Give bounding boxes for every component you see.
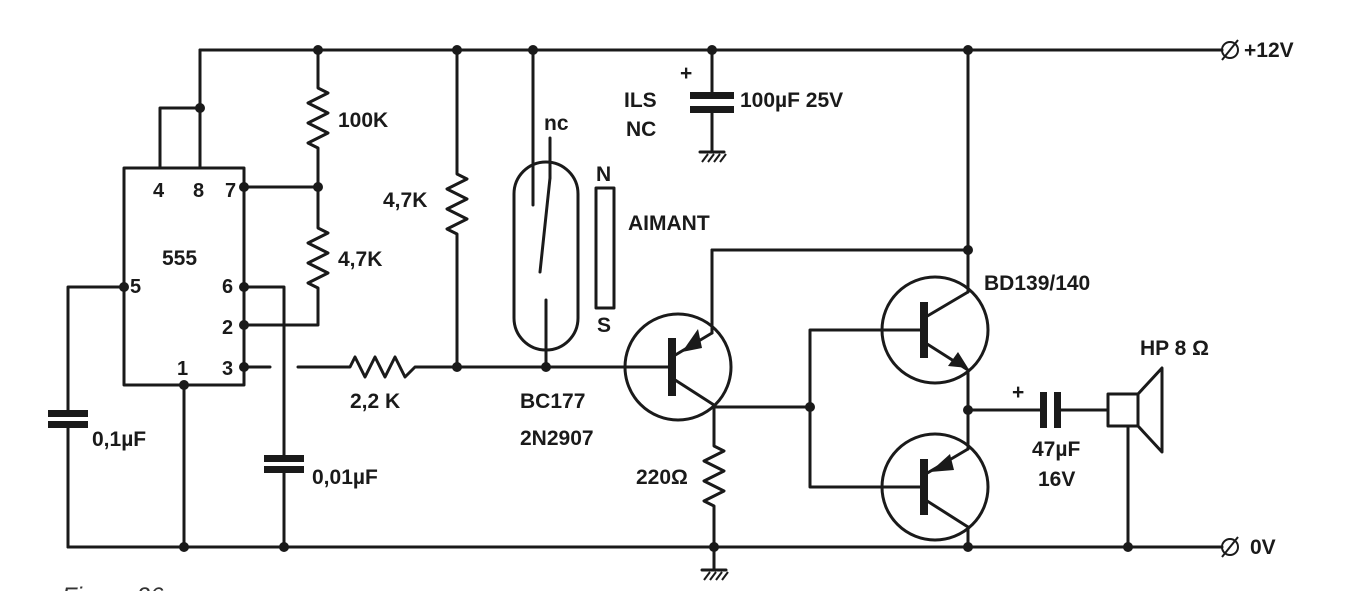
figure-caption: Figure 26 [62, 583, 164, 591]
magnet-south-label: S [597, 314, 611, 337]
capacitor-001uf [264, 455, 304, 473]
ic-pin-5: 5 [130, 276, 141, 298]
capacitor-47uf-polarity: + [1012, 381, 1024, 404]
transistor-bd140 [880, 432, 990, 542]
supply-ground-label: 0V [1250, 536, 1276, 559]
resistor-100k-label: 100K [338, 109, 388, 132]
capacitor-01uf-label: 0,1µF [92, 428, 146, 451]
resistor-2k2-label: 2,2 K [350, 390, 400, 413]
ic-pin-7: 7 [225, 180, 236, 202]
magnet-north-label: N [596, 163, 611, 186]
resistor-220 [702, 438, 726, 517]
capacitor-100uf-polarity: + [680, 62, 692, 85]
resistor-4k7-timing [306, 220, 330, 297]
capacitor-47uf [966, 392, 1110, 428]
capacitor-100uf-label: 100µF 25V [740, 89, 843, 112]
ic-pin-6: 6 [222, 276, 233, 298]
wire-output-bases [808, 328, 890, 489]
ic-pin-1: 1 [177, 358, 188, 380]
resistor-4k7-pullup [445, 166, 469, 244]
transistor-bd139 [880, 275, 990, 385]
transistor-driver-label-1: BC177 [520, 390, 585, 413]
ic-name: 555 [162, 247, 197, 270]
ic-pin-2: 2 [222, 317, 233, 339]
capacitor-47uf-voltage: 16V [1038, 468, 1075, 491]
ground-terminal [1221, 536, 1239, 558]
reed-label-line2: NC [626, 118, 656, 141]
ic-pin-3: 3 [222, 358, 233, 380]
transistor-driver-label-2: 2N2907 [520, 427, 594, 450]
ground-symbol [700, 568, 729, 581]
transistor-output-label: BD139/140 [984, 272, 1090, 295]
resistor-4k7-timing-label: 4,7K [338, 248, 382, 271]
reed-label-line1: ILS [624, 89, 657, 112]
ic-pin-4: 4 [153, 180, 165, 202]
capacitor-001uf-label: 0,01µF [312, 466, 378, 489]
reed-contact-label: nc [544, 112, 569, 135]
supply-positive-label: +12V [1244, 39, 1294, 62]
transistor-bc177 [623, 248, 970, 442]
junction-dots [119, 45, 1133, 552]
magnet [594, 186, 616, 310]
ic-pin-8: 8 [193, 180, 204, 202]
capacitor-01uf [48, 410, 88, 428]
speaker-label: HP 8 Ω [1140, 337, 1209, 360]
reed-switch [512, 48, 580, 369]
magnet-label: AIMANT [628, 212, 710, 235]
wire-pin5 [66, 285, 126, 412]
resistor-220-label: 220Ω [636, 466, 688, 489]
resistor-100k [306, 80, 330, 157]
capacitor-47uf-value: 47µF [1032, 438, 1080, 461]
wire-pin6 [242, 285, 286, 457]
resistor-2k2 [343, 355, 422, 379]
speaker-icon [1106, 366, 1164, 549]
capacitor-100uf [690, 48, 734, 163]
positive-terminal [1221, 39, 1239, 61]
resistor-4k7-pullup-label: 4,7K [383, 189, 427, 212]
wire-pin2 [242, 293, 320, 327]
